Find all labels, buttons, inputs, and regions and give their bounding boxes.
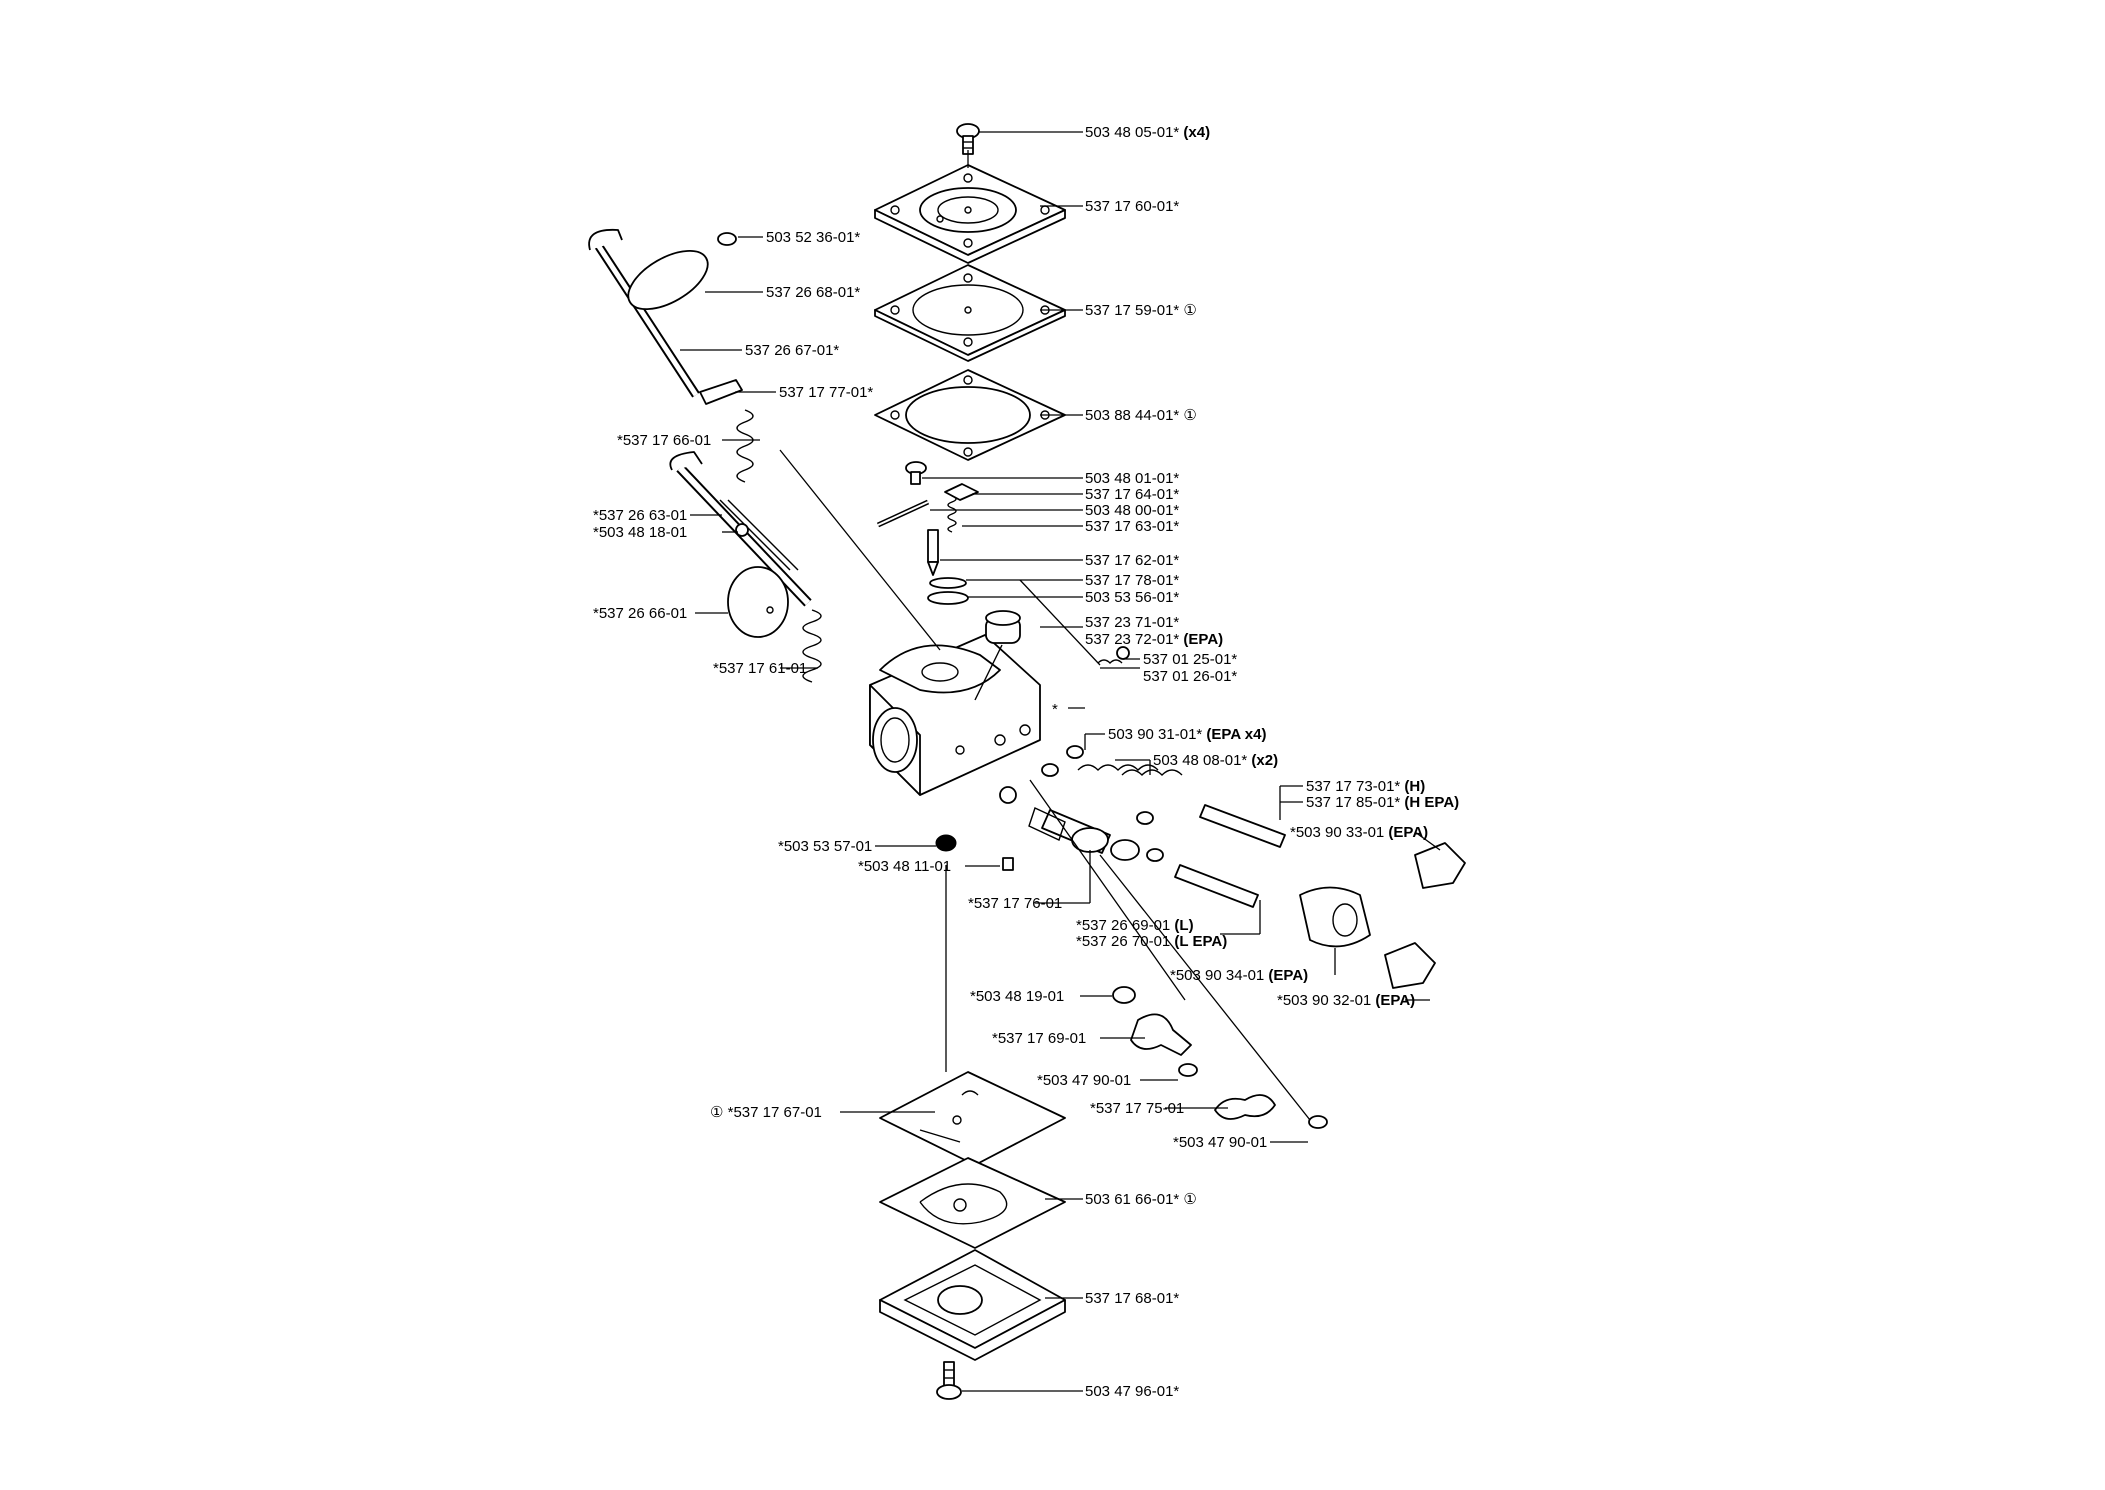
label-537-17-77-01: 537 17 77-01* [779, 384, 873, 401]
top-screw [956, 123, 980, 155]
axis-lines [779, 150, 1311, 1121]
inlet-needle-group [876, 461, 979, 605]
choke-shaft [669, 451, 822, 683]
metering-cover [879, 1249, 1066, 1361]
label-537-17-60-01: 537 17 60-01* [1085, 198, 1179, 215]
label-537-17-67-01: ① *537 17 67-01 [710, 1104, 822, 1121]
part-labels: 503 48 05-01* (x4) 537 17 60-01* 503 52 … [593, 124, 1459, 1400]
throttle-shaft [588, 228, 754, 483]
leader-lines [680, 131, 1441, 1392]
label-503-48-08-01: 503 48 08-01* (x2) [1153, 752, 1278, 769]
label-537-17-62-01: 537 17 62-01* [1085, 552, 1179, 569]
bottom-screw [936, 1361, 962, 1400]
label-537-01-25-01: 537 01 25-01* [1143, 651, 1237, 668]
label-503-52-36-01: 503 52 36-01* [766, 229, 860, 246]
carburetor-body [869, 610, 1041, 796]
label-503-48-18-01: *503 48 18-01 [593, 524, 687, 541]
limiter-caps [1299, 842, 1466, 989]
label-503-47-96-01: 503 47 96-01* [1085, 1383, 1179, 1400]
label-537-17-68-01: 537 17 68-01* [1085, 1290, 1179, 1307]
label-503-90-32-01: *503 90 32-01 (EPA) [1277, 992, 1415, 1009]
label-537-17-61-01: *537 17 61-01 [713, 660, 807, 677]
label-537-26-63-01: *537 26 63-01 [593, 507, 687, 524]
label-503-90-33-01: *503 90 33-01 (EPA) [1290, 824, 1428, 841]
label-537-26-68-01: 537 26 68-01* [766, 284, 860, 301]
label-537-17-78-01: 537 17 78-01* [1085, 572, 1179, 589]
label-537-23-72-01: 537 23 72-01* (EPA) [1085, 631, 1223, 648]
label-537-17-76-01: *537 17 76-01 [968, 895, 1062, 912]
label-537-17-75-01: *537 17 75-01 [1090, 1100, 1184, 1117]
label-537-01-26-01: 537 01 26-01* [1143, 668, 1237, 685]
metering-gasket [879, 1157, 1066, 1249]
label-537-17-73-01: 537 17 73-01* (H) [1306, 778, 1425, 795]
label-537-17-63-01: 537 17 63-01* [1085, 518, 1179, 535]
label-503-48-19-01: *503 48 19-01 [970, 988, 1064, 1005]
label-503-48-11-01: *503 48 11-01 [858, 858, 951, 875]
label-537-26-70-01: *537 26 70-01 (L EPA) [1076, 933, 1227, 950]
label-503-53-56-01: 503 53 56-01* [1085, 589, 1179, 606]
label-503-48-01-01: 503 48 01-01* [1085, 470, 1179, 487]
label-537-26-66-01: *537 26 66-01 [593, 605, 687, 622]
label-503-90-34-01: *503 90 34-01 (EPA) [1170, 967, 1308, 984]
label-537-23-71-01: 537 23 71-01* [1085, 614, 1179, 631]
label-537-26-67-01: 537 26 67-01* [745, 342, 839, 359]
label-503-48-05-01: 503 48 05-01* (x4) [1085, 124, 1210, 141]
label-537-17-66-01: *537 17 66-01 [617, 432, 711, 449]
label-503-53-57-01: *503 53 57-01 [778, 838, 872, 855]
label-537-17-64-01: 537 17 64-01* [1085, 486, 1179, 503]
pump-cover [874, 164, 1066, 264]
label-537-26-69-01: *537 26 69-01 (L) [1076, 917, 1194, 934]
pump-gasket [874, 369, 1066, 461]
label-503-47-90-01-b: *503 47 90-01 [1173, 1134, 1267, 1151]
lower-fittings [935, 786, 1328, 1129]
label-503-47-90-01-a: *503 47 90-01 [1037, 1072, 1131, 1089]
label-503-90-31-01: 503 90 31-01* (EPA x4) [1108, 726, 1266, 743]
label-537-17-69-01: *537 17 69-01 [992, 1030, 1086, 1047]
right-side-parts [1041, 646, 1183, 862]
metering-diaphragm [879, 1071, 1066, 1166]
label-537-17-59-01: 537 17 59-01* ① [1085, 302, 1197, 319]
label-503-88-44-01: 503 88 44-01* ① [1085, 407, 1197, 424]
label-asterisk: * [1052, 701, 1058, 718]
label-537-17-85-01: 537 17 85-01* (H EPA) [1306, 794, 1459, 811]
label-503-61-66-01: 503 61 66-01* ① [1085, 1191, 1197, 1208]
label-503-48-00-01: 503 48 00-01* [1085, 502, 1179, 519]
pump-diaphragm [874, 264, 1066, 362]
parts-drawing [588, 123, 1466, 1400]
